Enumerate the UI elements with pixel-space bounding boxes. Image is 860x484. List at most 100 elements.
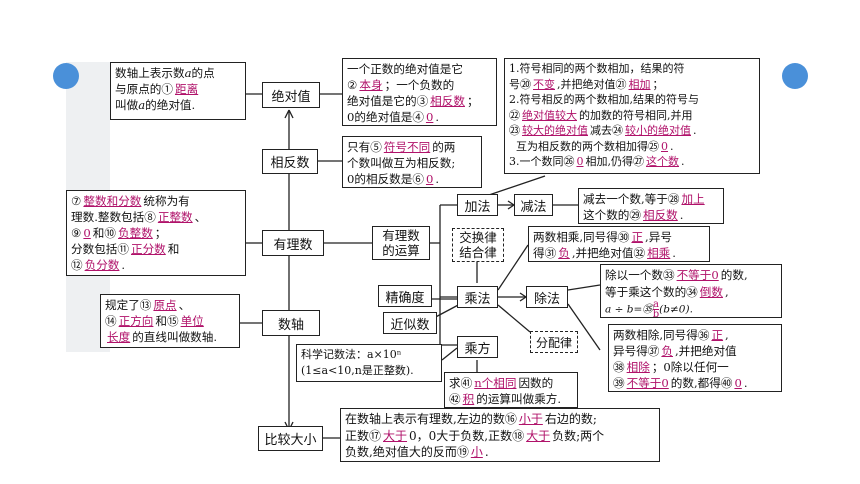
decorative-dot-left — [53, 63, 79, 89]
text-fragment: 和 — [167, 242, 180, 256]
division-node: 除法 — [526, 286, 568, 308]
text-fragment: 负数;两个 — [552, 428, 605, 443]
text-fragment: ； — [154, 226, 167, 240]
text-fragment: 数轴上表示数 — [115, 66, 185, 80]
text-fragment: ；一个负数的 — [384, 78, 455, 92]
answer-text: 负分数 — [84, 258, 120, 272]
text-fragment: 互为相反数的两个数相加得㉕ — [516, 139, 659, 153]
approximate-number-node: 近似数 — [383, 312, 437, 334]
answer-text: 较大的绝对值 — [522, 124, 588, 137]
text-fragment: 右边的数; — [544, 412, 597, 426]
answer-text: 不变 — [533, 77, 555, 91]
text-fragment: 叫做a的绝对值. — [115, 97, 241, 113]
answer-text: 原点 — [153, 298, 177, 312]
answer-text: 本身 — [359, 78, 383, 92]
answer-text: 绝对值较大 — [522, 108, 577, 122]
text-fragment: 负数,绝对值大的反而⑲ — [345, 445, 469, 459]
text-fragment: ,异号 — [645, 230, 672, 244]
answer-text: 相除 — [626, 360, 650, 374]
answer-text: 积 — [462, 392, 475, 406]
answer-text: 负 — [558, 246, 570, 260]
answer-text: 正整数 — [157, 210, 193, 224]
answer-text: 正方向 — [118, 314, 154, 328]
text-fragment: ； — [466, 94, 479, 108]
text-fragment: 异号得㊲ — [613, 344, 660, 358]
answer-text: 长度 — [107, 330, 131, 344]
text-fragment: 只有⑤ — [347, 140, 382, 154]
answer-text: 0 — [576, 155, 584, 168]
text-fragment: ； — [652, 77, 664, 91]
answer-text: 小于 — [518, 412, 543, 426]
text-fragment: 绝对值是它的③ — [347, 94, 429, 108]
text-fragment: a — [138, 98, 146, 112]
answer-text: 大于 — [383, 428, 408, 443]
text-fragment: ,并把绝对值㉜ — [571, 246, 646, 260]
answer-text: 正 — [711, 328, 724, 342]
answer-text: 不等于0 — [626, 376, 669, 390]
distributive-law-node: 分配律 — [530, 331, 578, 353]
text-fragment: ⑨ — [71, 226, 82, 240]
answer-1: 距离 — [174, 82, 199, 96]
answer-text: 倒数 — [699, 284, 723, 299]
text-fragment: 长度的直线叫做数轴. — [105, 329, 235, 345]
text-fragment: ㊴ — [613, 376, 625, 390]
text-fragment: 与原点的① — [115, 82, 173, 96]
text-fragment: 的直线叫做数轴. — [132, 330, 218, 344]
answer-text: 小 — [470, 445, 483, 459]
text-fragment: 的两 — [432, 140, 456, 154]
text-fragment: 两数相除,同号得㊱ — [613, 328, 710, 342]
text-fragment: 等于乘这个数的㉞ — [605, 284, 698, 299]
text-fragment: ；0除以任何一 — [651, 360, 729, 374]
text-fragment: 减去㉔ — [590, 124, 623, 137]
answer-text: 相加 — [628, 77, 651, 91]
text-fragment: 、 — [178, 298, 191, 312]
text-fragment: . — [484, 445, 489, 459]
text-fragment: 的数, — [720, 268, 748, 282]
precision-node: 精确度 — [378, 285, 432, 307]
text-fragment: 除以一个数㉝ — [605, 268, 675, 282]
text-fragment: 0，0大于负数,正数⑱ — [409, 428, 525, 443]
text-fragment: ㊳ — [613, 360, 625, 374]
text-fragment: 、 — [194, 210, 207, 224]
text-fragment: 和⑮ — [155, 314, 179, 328]
text-fragment: ㊷ — [449, 392, 461, 406]
text-fragment: 理数.整数包括⑧ — [71, 210, 156, 224]
answer-text: 0 — [425, 110, 434, 124]
text-fragment: 规定了⑬ — [105, 298, 152, 312]
text-fragment: 数轴上表示数a的点 — [115, 65, 241, 81]
text-fragment: 的数,都得㊵ — [670, 376, 733, 390]
text-fragment: , — [724, 284, 729, 299]
answer-text: 相反数 — [642, 208, 678, 222]
text-fragment: ② — [347, 78, 358, 92]
answer-text: 负 — [661, 344, 673, 358]
text-fragment: 这个数的㉙ — [583, 208, 641, 222]
answer-text: 单位 — [180, 314, 204, 328]
text-fragment: 个数叫做互为相反数; — [347, 156, 456, 170]
text-fragment: 统称为有 — [143, 194, 190, 208]
text-fragment: . — [672, 246, 676, 260]
text-fragment: . — [743, 376, 748, 390]
